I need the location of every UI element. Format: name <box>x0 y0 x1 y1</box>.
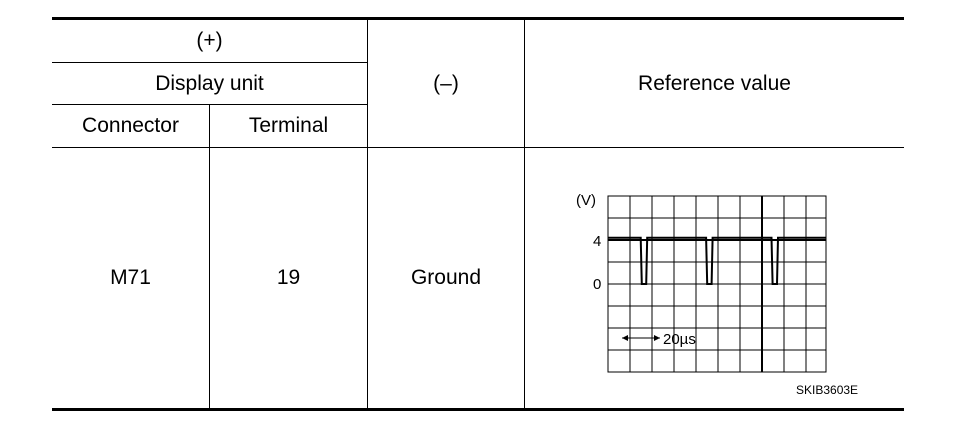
scope-unit-label: (V) <box>576 192 596 209</box>
scope-y-label-0: 0 <box>593 276 601 293</box>
cell-connector: M71 <box>110 266 151 289</box>
header-terminal: Terminal <box>248 114 329 137</box>
scope-y-label-4: 4 <box>593 233 601 250</box>
scope-trace <box>608 236 826 285</box>
table-top-rule <box>52 17 904 20</box>
scope-grid <box>607 195 827 373</box>
scope-time-scale: 20µs <box>663 331 696 348</box>
col-divider-2 <box>367 19 368 409</box>
header-plus: (+) <box>196 29 223 52</box>
figure-code: SKIB3603E <box>796 383 858 397</box>
col-divider-3 <box>524 19 525 409</box>
oscilloscope-waveform: (V) 4 0 20µs SKIB3603E <box>576 192 858 397</box>
table-bottom-rule <box>52 408 904 411</box>
time-scale-arrowhead-left <box>622 335 628 341</box>
header-minus: (–) <box>433 71 459 95</box>
header-display-unit: Display unit <box>155 71 264 95</box>
header-bottom-rule <box>52 147 904 148</box>
header-rule-1 <box>52 62 367 63</box>
cell-minus: Ground <box>410 266 482 289</box>
time-scale-arrowhead-right <box>654 335 660 341</box>
col-divider-1 <box>209 104 210 409</box>
cell-terminal: 19 <box>276 266 301 289</box>
header-connector: Connector <box>82 114 179 137</box>
header-reference-value: Reference value <box>638 71 791 95</box>
